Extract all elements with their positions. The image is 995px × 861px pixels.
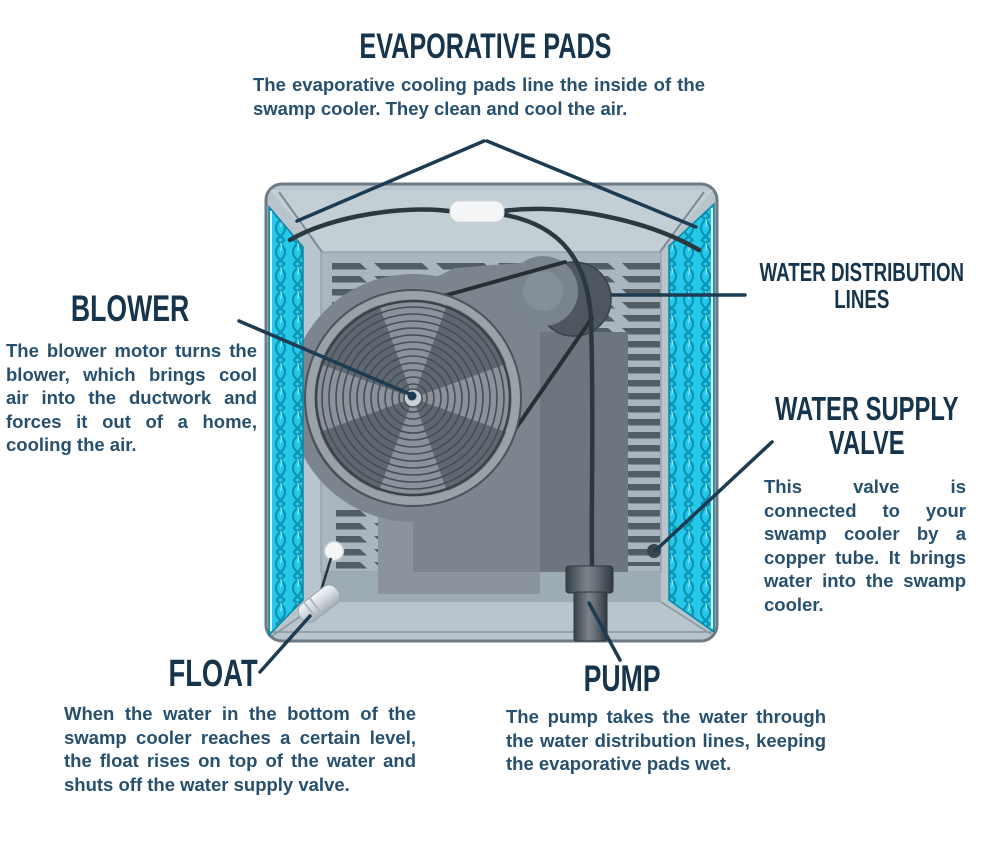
line-tee — [449, 200, 505, 223]
pump-supply-line — [497, 211, 595, 567]
left-evaporative-pad — [268, 204, 304, 637]
leader-pump — [587, 601, 622, 662]
evaporative-pads-description: The evaporative cooling pads line the in… — [253, 74, 705, 119]
leader-float — [258, 614, 312, 674]
leader-evaporative-pads-right — [485, 139, 698, 229]
pump-title: PUMP — [583, 658, 661, 699]
leader-water-supply-valve — [653, 440, 774, 553]
leader-evaporative-pads-left — [295, 139, 486, 223]
float-description: When the water in the bottom of the swam… — [64, 703, 416, 795]
evaporative-pads-title: EVAPORATIVE PADS — [358, 27, 612, 66]
float-title: FLOAT — [168, 653, 258, 695]
blower-title: BLOWER — [70, 288, 190, 329]
water-distribution-line-left — [287, 207, 458, 243]
water-distribution-line-right — [500, 206, 702, 253]
water-pump — [565, 565, 614, 642]
float-assembly — [297, 540, 345, 624]
water-supply-valve-description: This valve is connected to your swamp co… — [764, 476, 966, 615]
blower-description: The blower motor turns the blower, which… — [6, 340, 257, 455]
water-supply-valve-title: WATER SUPPLY VALVE — [775, 390, 959, 461]
water-distribution-lines-title: WATER DISTRIBUTION LINES — [759, 257, 965, 314]
blower-leader-dot — [407, 391, 417, 401]
pump-description: The pump takes the water through the wat… — [506, 706, 826, 774]
leader-blower — [237, 319, 414, 397]
right-evaporative-pad — [668, 202, 715, 634]
